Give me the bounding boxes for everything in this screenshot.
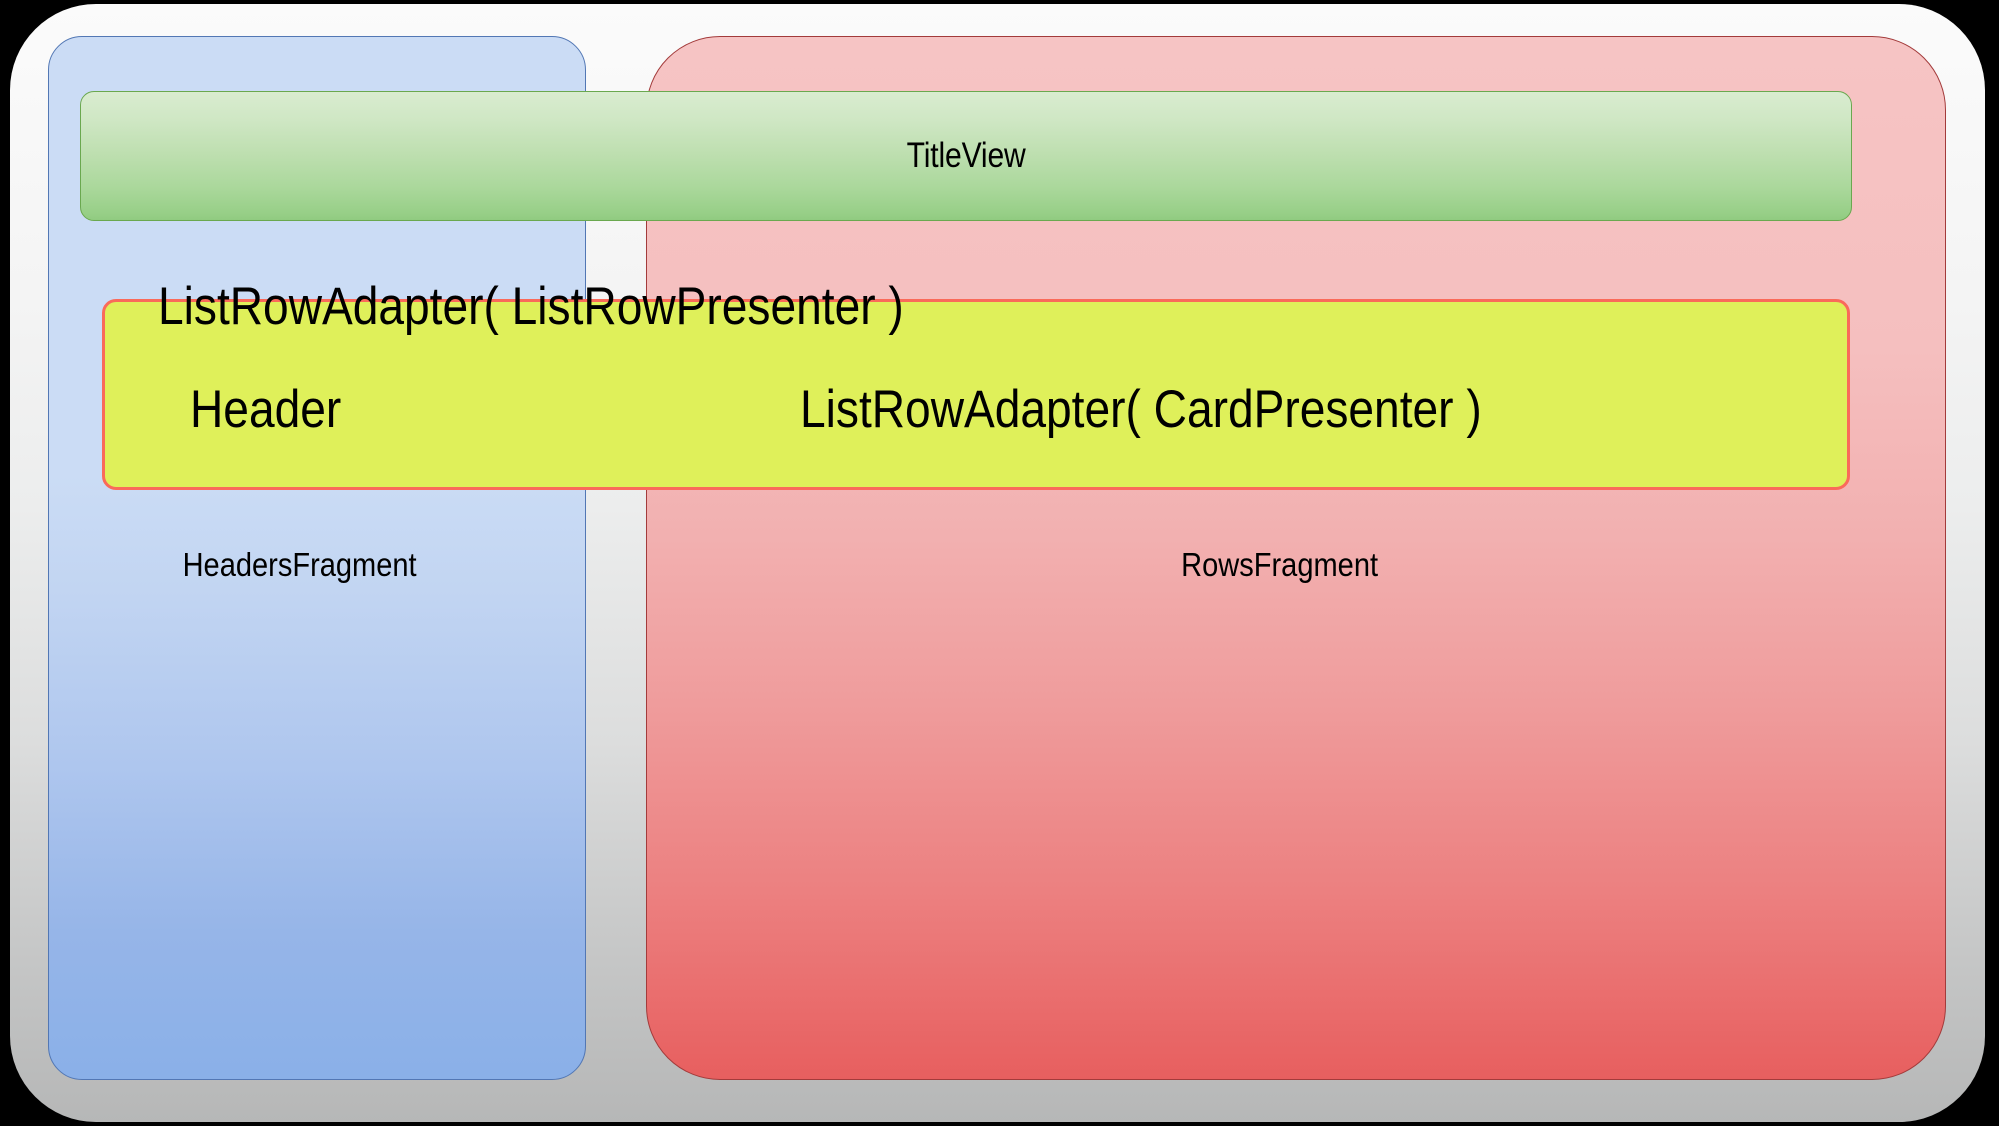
list-row-adapter-box[interactable] xyxy=(102,299,1850,490)
title-view-label: TitleView xyxy=(906,136,1026,175)
headers-fragment-label: HeadersFragment xyxy=(182,546,417,583)
list-row-adapter-card-presenter-label: ListRowAdapter( CardPresenter ) xyxy=(800,380,1482,439)
browse-fragment-chassis: TitleView ListRowAdapter( ListRowPresent… xyxy=(10,4,1985,1122)
rows-fragment-label: RowsFragment xyxy=(1181,546,1379,583)
list-row-adapter-presenter-label: ListRowAdapter( ListRowPresenter ) xyxy=(158,277,904,336)
title-view-bar[interactable]: TitleView xyxy=(80,91,1852,221)
header-label: Header xyxy=(190,380,342,439)
